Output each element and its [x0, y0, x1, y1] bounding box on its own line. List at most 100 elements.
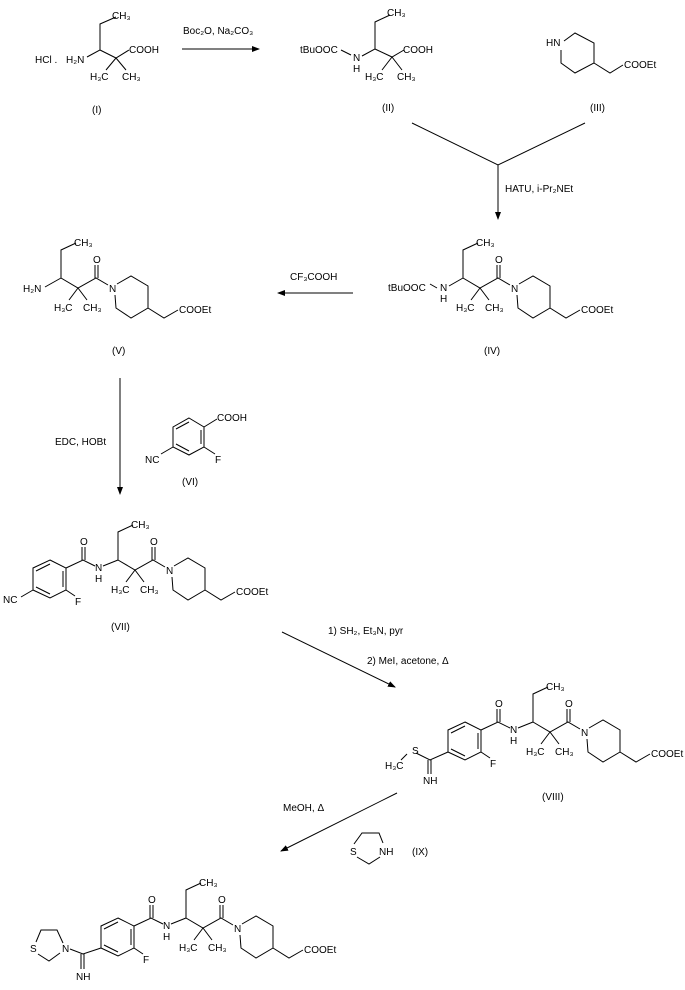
compound-label: (II)	[382, 103, 394, 114]
nh-h: H	[440, 294, 447, 305]
compound-I: CH₃ HCl . H₂N COOH H₃C CH₃ (I)	[35, 11, 159, 116]
nh-h: H	[163, 932, 170, 943]
compound-II: tBuOOC N H CH₃ COOH H₃C CH₃ (II)	[300, 8, 433, 114]
boc-label: tBuOOC	[300, 45, 338, 56]
compound-VII: F O N H NC CH₃ O N H₃C CH₃ COOEt (VII)	[3, 520, 268, 633]
reagent-step5b: 2) MeI, acetone, Δ	[367, 656, 449, 667]
fluoro-label: F	[490, 759, 496, 770]
methyl-right: CH₃	[140, 585, 159, 596]
aryl-amide-fragment: F O N H NH	[69, 895, 187, 983]
compound-III: HN COOEt (III)	[546, 32, 656, 114]
nh-n: N	[440, 283, 447, 294]
aryl-amide-fragment: F O N H S H₃C NH	[385, 699, 534, 787]
s-methyl-label: H₃C	[385, 761, 404, 772]
methyl-left: H₃C	[456, 303, 475, 314]
compound-IX: S NH (IX)	[350, 832, 428, 865]
merge-lines	[411, 122, 586, 166]
methyl-right: CH₃	[485, 303, 504, 314]
ethyl-methyl: CH₃	[199, 878, 218, 889]
compound-label: (VI)	[182, 477, 198, 488]
carbonyl-oxygen: O	[150, 537, 158, 548]
ethyl-methyl: CH₃	[546, 682, 565, 693]
compound-VIII: F O N H S H₃C NH CH₃ O N H₃C CH₃ COOEt (…	[385, 682, 683, 803]
compound-label: (III)	[590, 103, 605, 114]
nitrile-label: NC	[3, 595, 17, 606]
amide-piperidine-core: CH₃ O N H₃C CH₃ COOEt	[456, 238, 613, 319]
methyl-left: H₃C	[90, 72, 109, 83]
piperidine-n: N	[166, 566, 173, 577]
amide-piperidine-core: CH₃ O N H₃C CH₃ COOEt	[526, 682, 683, 763]
methyl-right: CH₃	[83, 303, 102, 314]
compound-label: (VII)	[111, 622, 130, 633]
methyl-right: CH₃	[555, 747, 574, 758]
methyl-right: CH₃	[122, 72, 141, 83]
methyl-left: H₃C	[54, 303, 73, 314]
piperidine-n: N	[511, 284, 518, 295]
piperidine-n: N	[234, 924, 241, 935]
nh-n: N	[95, 563, 102, 574]
final-product: F O N H NH S N CH₃ O N H₃C CH₃ COOEt	[30, 878, 336, 983]
amide-piperidine-core: CH₃ O N H₃C CH₃ COOEt	[179, 878, 336, 959]
ester-label: COOEt	[581, 305, 613, 316]
compound-label: (IX)	[412, 847, 428, 858]
imine-label: NH	[76, 972, 90, 983]
ester-label: COOEt	[179, 305, 211, 316]
compound-V: H₂N CH₃ O N H₃C CH₃ COOEt (V)	[23, 238, 211, 357]
amide-oxygen: O	[80, 537, 88, 548]
methyl-left: H₃C	[111, 585, 130, 596]
amine-label: NH	[379, 847, 393, 858]
sulfur-label: S	[350, 847, 357, 858]
thiazolidine-n: N	[62, 944, 69, 955]
nh-h: H	[510, 736, 517, 747]
fluoro-label: F	[75, 597, 81, 608]
reagent-step2: HATU, i-Pr₂NEt	[505, 184, 573, 195]
methyl-left: H₃C	[365, 72, 384, 83]
carbonyl-oxygen: O	[565, 699, 573, 710]
carbonyl-oxygen: O	[495, 255, 503, 266]
ethyl-methyl: CH₃	[387, 8, 406, 19]
sulfur-label: S	[412, 746, 419, 757]
nh-n: N	[353, 53, 360, 64]
acid-label: COOH	[217, 413, 247, 424]
ester-label: COOEt	[624, 60, 656, 71]
compound-IV: tBuOOC N H CH₃ O N H₃C CH₃ COOEt (IV)	[388, 238, 613, 357]
carbonyl-oxygen: O	[218, 895, 226, 906]
acid-label: COOH	[403, 45, 433, 56]
fluoro-label: F	[215, 455, 221, 466]
reaction-arrow-5	[281, 631, 396, 688]
sulfur-label: S	[30, 944, 37, 955]
aryl-amide-fragment: F O N H	[32, 537, 119, 608]
imine-label: NH	[423, 776, 437, 787]
carbonyl-oxygen: O	[93, 255, 101, 266]
ethyl-methyl: CH₃	[112, 11, 131, 22]
reagent-step4: EDC, HOBt	[55, 437, 106, 448]
amide-piperidine-core: CH₃ O N H₃C CH₃ COOEt	[54, 238, 211, 319]
ethyl-methyl: CH₃	[476, 238, 495, 249]
nitrile-label: NC	[145, 455, 159, 466]
nh-h: H	[353, 64, 360, 75]
fluoro-label: F	[143, 955, 149, 966]
ester-label: COOEt	[236, 587, 268, 598]
compound-label: (V)	[112, 346, 125, 357]
piperidine-n: N	[581, 728, 588, 739]
compound-label: (VIII)	[542, 792, 564, 803]
reagent-step1: Boc₂O, Na₂CO₃	[183, 26, 253, 37]
boc-label: tBuOOC	[388, 283, 426, 294]
hcl-salt: HCl .	[35, 55, 57, 66]
compound-label: (IV)	[484, 346, 500, 357]
amine-label: HN	[546, 38, 560, 49]
amine-label: H₂N	[66, 55, 84, 66]
nh-n: N	[510, 725, 517, 736]
ester-label: COOEt	[651, 749, 683, 760]
ethyl-methyl: CH₃	[131, 520, 150, 531]
amide-oxygen: O	[495, 699, 503, 710]
amide-piperidine-core: CH₃ O N H₃C CH₃ COOEt	[111, 520, 268, 601]
amine-label: H₂N	[23, 284, 41, 295]
methyl-right: CH₃	[397, 72, 416, 83]
piperidine-n: N	[109, 284, 116, 295]
ester-label: COOEt	[304, 945, 336, 956]
acid-label: COOH	[129, 45, 159, 56]
amide-oxygen: O	[148, 895, 156, 906]
nh-n: N	[163, 921, 170, 932]
